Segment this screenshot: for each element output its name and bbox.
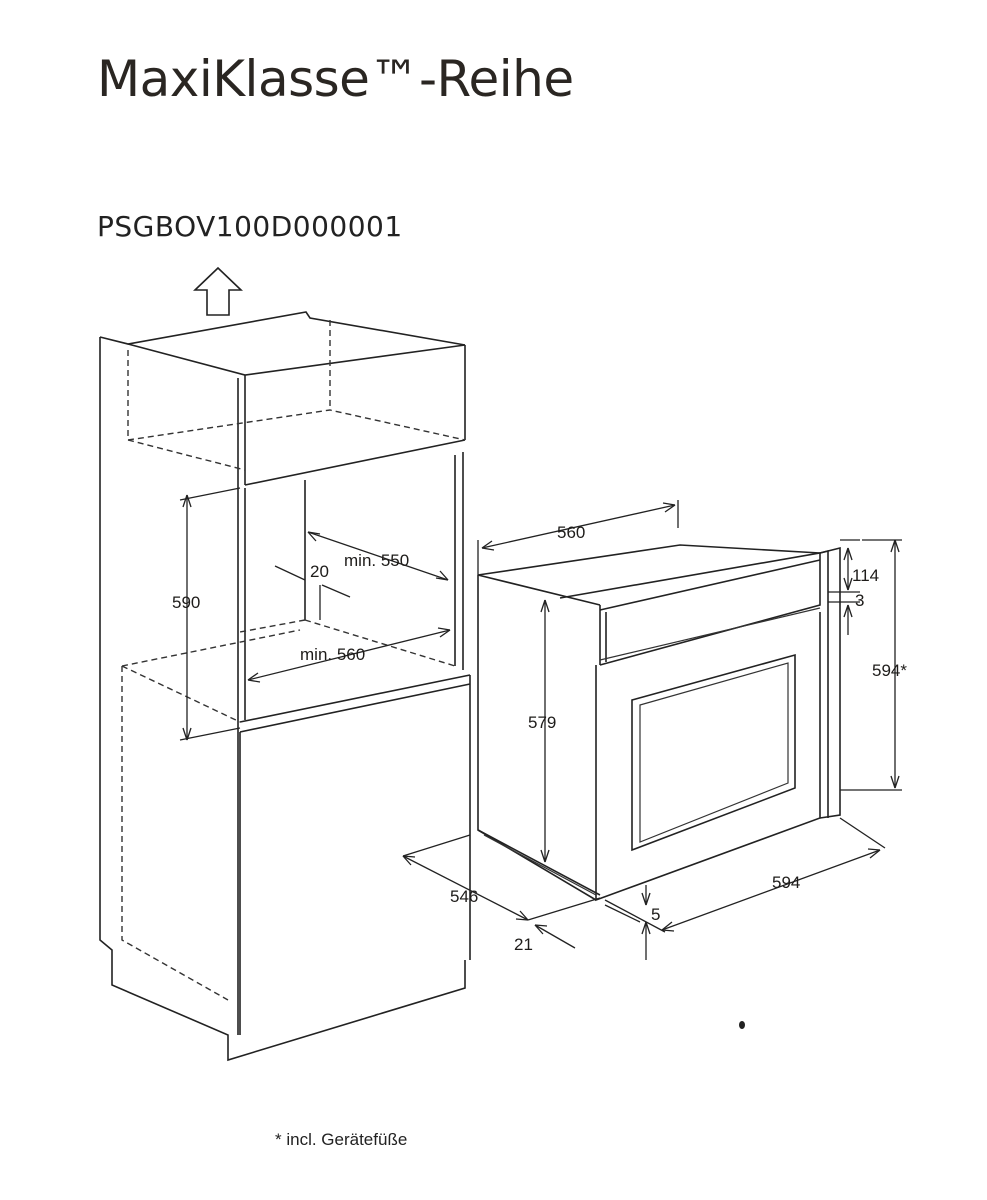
bottom-gap-label: 5 — [651, 905, 660, 924]
oven-outline — [477, 544, 841, 902]
niche-min-width-label: min. 560 — [300, 645, 365, 664]
bottom-gap-dimension — [604, 885, 651, 960]
oven-body-height-dimension — [540, 599, 550, 863]
niche-height-dimension — [179, 487, 241, 741]
arrow-up-icon — [193, 266, 243, 316]
oven-body-height-label: 579 — [528, 713, 556, 732]
front-depth-dimension — [534, 924, 576, 949]
niche-height-label: 590 — [172, 593, 200, 612]
model-code: PSGBOV100D000001 — [97, 210, 403, 243]
front-width-dimension — [604, 817, 886, 933]
offset-dimension — [274, 565, 351, 620]
ink-dot — [739, 1021, 745, 1029]
oven-top-width-dimension — [477, 500, 679, 575]
front-depth-label: 21 — [514, 935, 533, 954]
footnote: * incl. Gerätefüße — [275, 1130, 408, 1149]
depth-label: 546 — [450, 887, 478, 906]
niche-width-dimension — [247, 627, 451, 683]
panel-height-label: 114 — [852, 566, 879, 585]
offset-label: 20 — [310, 562, 329, 581]
gap-label: 3 — [855, 591, 864, 610]
niche-depth-dimension — [307, 531, 449, 581]
page-title: MaxiKlasse™-Reihe — [97, 50, 574, 108]
oven-top-width-label: 560 — [557, 523, 585, 542]
niche-min-depth-label: min. 550 — [344, 551, 409, 570]
cabinet-outline — [99, 311, 471, 1062]
panel-height-dimension — [828, 539, 860, 635]
depth-dimension — [402, 834, 601, 921]
front-width-label: 594 — [772, 873, 800, 892]
total-height-label: 594* — [872, 661, 907, 680]
total-height-dimension — [840, 539, 902, 791]
